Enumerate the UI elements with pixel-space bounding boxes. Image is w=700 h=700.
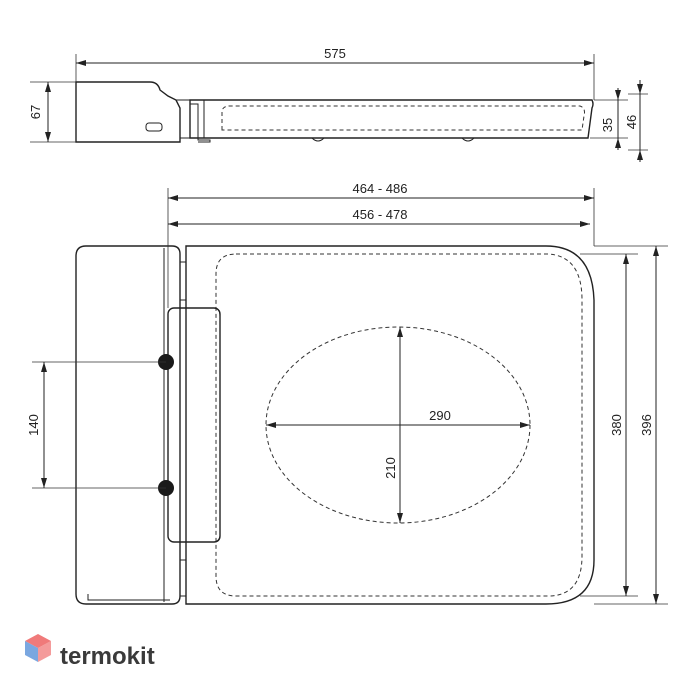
dim-total-length: 575 (324, 46, 346, 61)
dim-bolt-spacing: 140 (26, 414, 41, 436)
side-hinge-slot (145, 122, 163, 132)
side-foot-1 (311, 137, 325, 142)
dim-seat-thickness: 35 (600, 118, 615, 132)
side-seat-hidden-contour (221, 105, 585, 131)
side-view: 575 67 35 46 (28, 46, 648, 162)
dim-outer-width: 396 (639, 414, 654, 436)
dim-tank-height: 67 (28, 105, 43, 119)
top-hinge-housing (75, 245, 181, 605)
brand-logo: termokit (25, 634, 155, 670)
dim-outer-length: 464 - 486 (353, 181, 408, 196)
top-view: 464 - 486 456 - 478 140 290 210 380 (26, 181, 668, 605)
dim-seat-total-height: 46 (624, 115, 639, 129)
top-seat-outline (185, 245, 595, 605)
dim-inner-width: 380 (609, 414, 624, 436)
top-seat-hidden-contour (215, 253, 583, 597)
brand-cube-icon (25, 634, 51, 662)
dim-opening-width: 290 (429, 408, 451, 423)
side-seat-body (189, 99, 594, 139)
top-hinge-connector (180, 261, 187, 597)
side-hinge-fitting (176, 99, 211, 143)
side-hinge-housing (75, 81, 181, 143)
side-foot-2 (461, 137, 475, 142)
dim-inner-length: 456 - 478 (353, 207, 408, 222)
dim-opening-length: 210 (383, 457, 398, 479)
top-hinge-bar (167, 307, 221, 543)
brand-name: termokit (60, 643, 155, 670)
